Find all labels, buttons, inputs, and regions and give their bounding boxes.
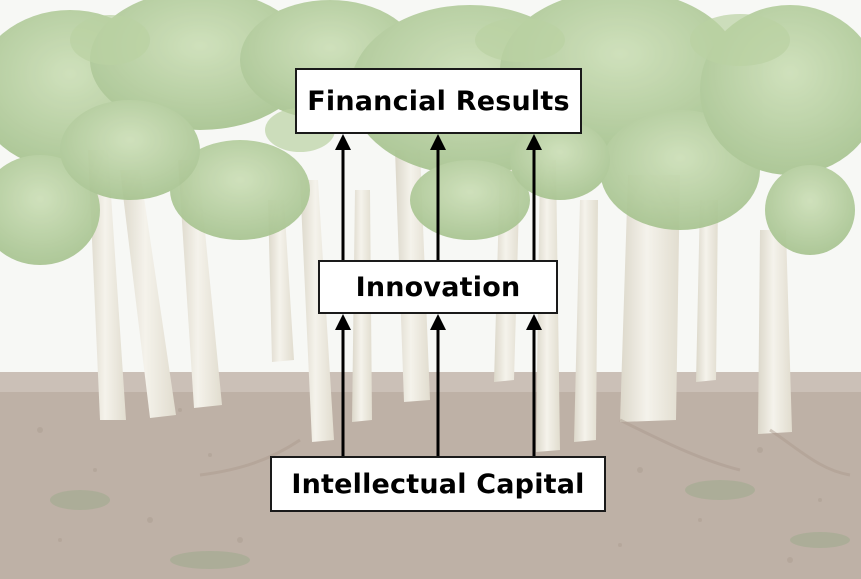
innovation-box: Innovation [318,260,558,314]
financial-results-box: Financial Results [295,68,582,134]
financial-results-label: Financial Results [307,85,570,117]
innovation-label: Innovation [355,271,521,303]
intellectual-capital-label: Intellectual Capital [291,468,585,500]
intellectual-capital-box: Intellectual Capital [270,456,606,512]
